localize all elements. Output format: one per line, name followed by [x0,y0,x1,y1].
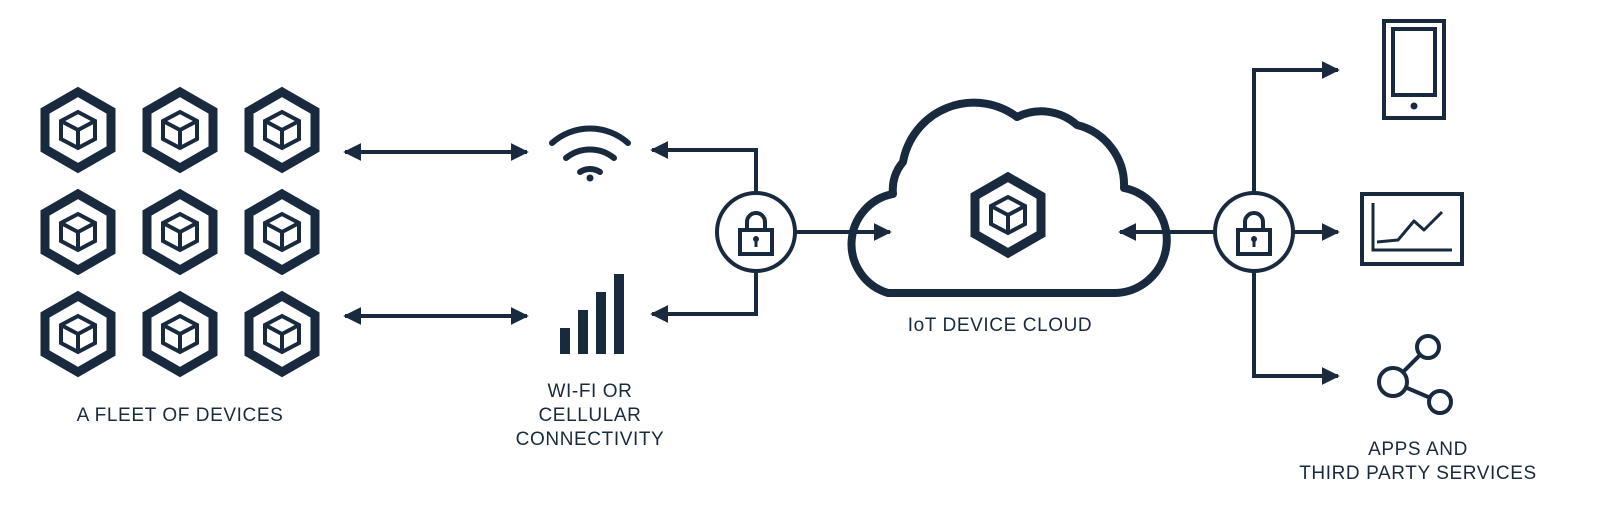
apps-label-line-1: APPS AND [1368,439,1468,460]
mobile-phone-icon [1382,19,1446,120]
device-cube-icon [249,92,315,168]
device-cube-icon [45,194,111,270]
line-chart-icon [1360,192,1464,266]
cellular-lock-connector [650,271,758,323]
sharing-connector [1252,271,1340,385]
cloud-label: IoT DEVICE CLOUD [908,314,1093,338]
device-cube-icon [249,194,315,270]
connectivity-label-line-3: CONNECTIVITY [515,429,665,450]
device-cube-icon [147,92,213,168]
cloud-label-text: IoT DEVICE CLOUD [907,315,1093,336]
apps-label: APPS AND THIRD PARTY SERVICES [1299,438,1537,486]
cellular-signal-icon [560,274,624,354]
fleet-label: A FLEET OF DEVICES [77,404,284,428]
fleet-label-text: A FLEET OF DEVICES [76,405,284,426]
device-cube-icon [249,296,315,372]
services-trunk [1252,61,1340,193]
wifi-icon [549,125,631,182]
device-grid [45,92,315,372]
lock-icon [715,191,797,273]
device-cube-icon [45,296,111,372]
wifi-lock-connector [650,141,758,193]
connectivity-label-line-2: CELLULAR [538,405,642,426]
connectivity-label: WI-FI OR CELLULAR CONNECTIVITY [516,380,665,452]
share-icon [1377,334,1453,415]
apps-label-line-2: THIRD PARTY SERVICES [1299,463,1537,484]
device-cube-icon [45,92,111,168]
device-cube-icon [147,194,213,270]
cloud-cube-icon [975,177,1041,253]
device-cube-icon [147,296,213,372]
lock-icon [1213,191,1295,273]
cloud-icon [847,98,1171,298]
connectivity-label-line-1: WI-FI OR [547,381,633,402]
